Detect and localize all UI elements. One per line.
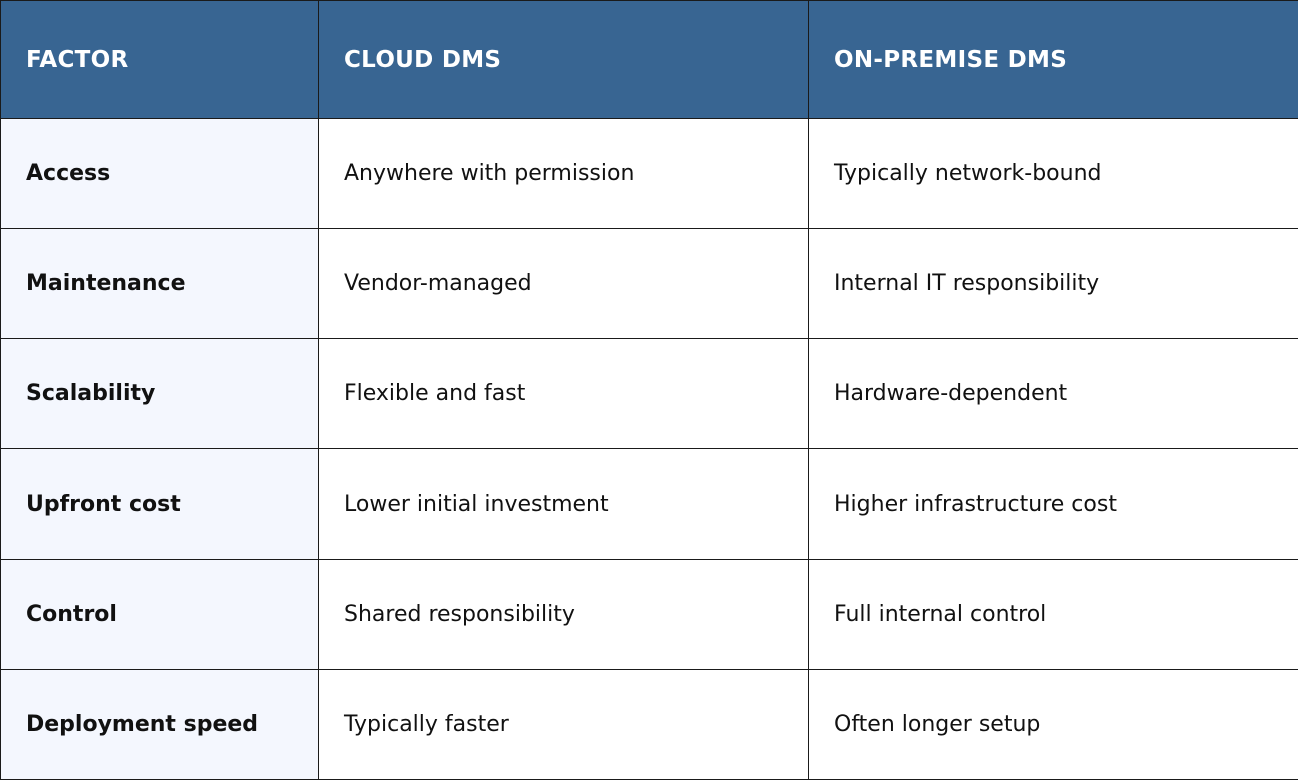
cloud-cell: Shared responsibility — [318, 558, 809, 670]
cloud-cell: Lower initial investment — [318, 448, 809, 560]
header-factor: FACTOR — [0, 0, 319, 119]
header-on-premise-dms: ON-PREMISE DMS — [808, 0, 1298, 119]
factor-cell: Scalability — [0, 338, 319, 450]
cloud-cell: Flexible and fast — [318, 338, 809, 450]
table-row: Control Shared responsibility Full inter… — [0, 558, 1298, 670]
onprem-cell: Internal IT responsibility — [808, 228, 1298, 340]
factor-cell: Control — [0, 558, 319, 670]
factor-cell: Access — [0, 117, 319, 230]
header-row: FACTOR CLOUD DMS ON-PREMISE DMS — [0, 0, 1298, 119]
table-row: Scalability Flexible and fast Hardware-d… — [0, 338, 1298, 450]
cloud-cell: Vendor-managed — [318, 228, 809, 340]
onprem-cell: Higher infrastructure cost — [808, 448, 1298, 560]
table-row: Upfront cost Lower initial investment Hi… — [0, 448, 1298, 560]
onprem-cell: Full internal control — [808, 558, 1298, 670]
header-cloud-dms: CLOUD DMS — [318, 0, 809, 119]
onprem-cell: Often longer setup — [808, 668, 1298, 780]
table-row: Access Anywhere with permission Typicall… — [0, 117, 1298, 230]
cloud-cell: Typically faster — [318, 668, 809, 780]
cloud-cell: Anywhere with permission — [318, 117, 809, 230]
table-body: Access Anywhere with permission Typicall… — [0, 117, 1298, 780]
onprem-cell: Hardware-dependent — [808, 338, 1298, 450]
factor-cell: Deployment speed — [0, 668, 319, 780]
onprem-cell: Typically network-bound — [808, 117, 1298, 230]
table-row: Deployment speed Typically faster Often … — [0, 668, 1298, 780]
factor-cell: Upfront cost — [0, 448, 319, 560]
table-row: Maintenance Vendor-managed Internal IT r… — [0, 228, 1298, 340]
table-header: FACTOR CLOUD DMS ON-PREMISE DMS — [0, 0, 1298, 119]
factor-cell: Maintenance — [0, 228, 319, 340]
